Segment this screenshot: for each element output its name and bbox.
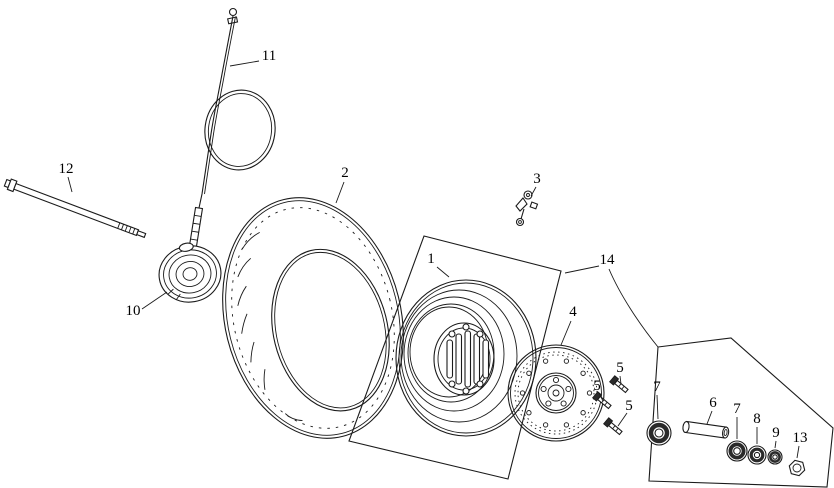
leader-lines: [67, 60, 800, 459]
speedo-hub-drawing: [158, 242, 222, 303]
callout-7b: 7: [733, 401, 741, 417]
callout-9: 9: [772, 425, 780, 441]
seal-drawing: [747, 445, 767, 465]
callout-6: 6: [709, 395, 717, 411]
callout-1: 1: [427, 251, 435, 267]
bracket-drawing: [515, 190, 539, 227]
callout-7a: 7: [653, 379, 661, 395]
brake-disc-drawing: [507, 344, 605, 442]
callout-14: 14: [600, 252, 616, 268]
callout-8: 8: [753, 411, 761, 427]
callout-10: 10: [126, 303, 141, 319]
wheel-rim-drawing: [395, 279, 537, 437]
callout-labels: 1 2 3 4 5 5 5 6 7 7 8 9 10 11 12 13 14: [59, 48, 808, 446]
speedometer-cable-drawing: [188, 7, 276, 255]
rim-group-box: [348, 235, 562, 480]
bearing-a-drawing: [646, 420, 672, 446]
washer-drawing: [767, 449, 783, 465]
axle-drawing: [3, 178, 147, 239]
callout-5c: 5: [625, 398, 633, 414]
callout-5b: 5: [593, 378, 601, 394]
bolt-c-drawing: [603, 417, 623, 436]
bolt-b-drawing: [609, 375, 629, 394]
callout-3: 3: [533, 171, 541, 187]
nut-drawing: [788, 459, 806, 477]
callout-11: 11: [262, 48, 276, 64]
callout-13: 13: [793, 430, 808, 446]
callout-12: 12: [59, 161, 74, 177]
hardware-group-box: [564, 265, 834, 488]
callout-5a: 5: [616, 360, 624, 376]
tire-drawing: [222, 197, 404, 439]
callout-4: 4: [569, 304, 577, 320]
spacer-drawing: [682, 420, 730, 439]
bearing-b-drawing: [726, 440, 748, 462]
callout-2: 2: [341, 165, 349, 181]
